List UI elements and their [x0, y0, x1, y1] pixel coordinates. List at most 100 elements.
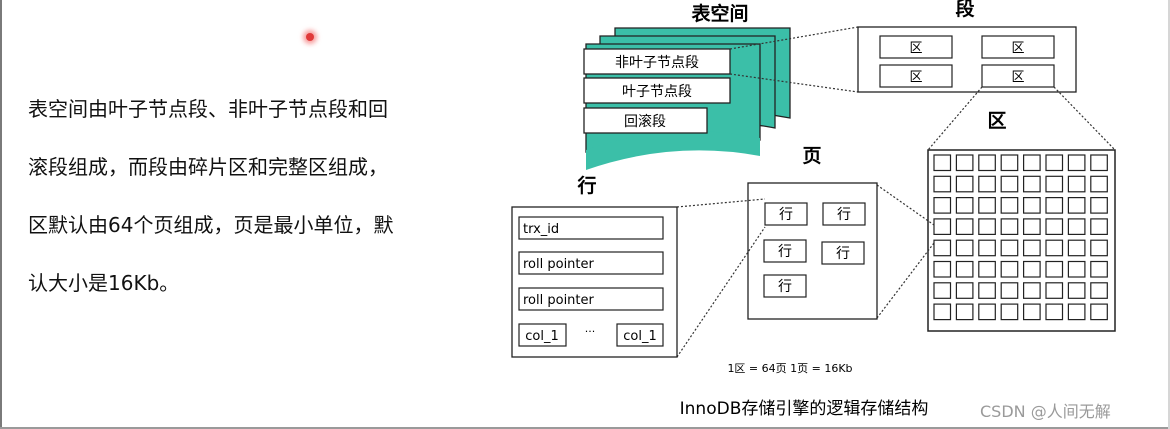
- extent-page-cell: [1045, 303, 1064, 321]
- extent-page-cell: [1045, 239, 1064, 257]
- right-frame-line: [1168, 0, 1170, 429]
- page-row-box: [764, 202, 808, 226]
- extent-page-cell: [933, 197, 952, 214]
- extent-page-cell: [955, 154, 974, 172]
- extent-page-cell: [1090, 175, 1108, 193]
- row-field-box: [518, 287, 664, 311]
- extent-page-cell: [1045, 282, 1064, 299]
- extent-page-cell: [1022, 197, 1041, 214]
- extent-page-cell: [1022, 154, 1041, 172]
- extent-page-cell: [1000, 303, 1019, 321]
- page-row: 行: [778, 244, 792, 260]
- tablespace-stack: [583, 27, 791, 170]
- laser-pointer-dot: [306, 33, 314, 41]
- row-col-ellipsis: ···: [585, 325, 596, 338]
- extent-page-cell: [1022, 239, 1041, 257]
- extent-page-cell: [1000, 197, 1019, 214]
- extent-page-cell: [1045, 218, 1064, 235]
- extent-page-cell: [978, 218, 996, 235]
- connector-segment-extent-right: [1053, 86, 1116, 151]
- extent-page-cell: [1045, 154, 1064, 172]
- extent-page-cell: [955, 218, 974, 235]
- size-formula: 1区 = 64页 1页 = 16Kb: [727, 362, 852, 375]
- extent-page-cell: [1022, 260, 1041, 278]
- row-field-box: [518, 251, 664, 275]
- extent-page-cell: [933, 260, 952, 278]
- extent-page-cell: [933, 303, 952, 321]
- page-row-box: [821, 241, 865, 265]
- extent-page-cell: [1090, 218, 1108, 235]
- connector-page-row-top: [676, 198, 766, 208]
- segment-cell-box: [879, 64, 953, 88]
- extent-page-cell: [1000, 260, 1019, 278]
- extent-page-cell: [1090, 282, 1108, 299]
- extent-page-cell: [1022, 282, 1041, 299]
- extent-page-cell: [955, 239, 974, 257]
- extent-page-cell: [933, 218, 952, 235]
- page-row-box: [822, 202, 866, 226]
- segment-cell: 区: [1011, 41, 1024, 56]
- extent-page-cell: [1067, 239, 1086, 257]
- page-row: 行: [837, 207, 851, 223]
- row-col: col_1: [525, 329, 558, 344]
- extent-page-cell: [1000, 282, 1019, 299]
- extent-page-cell: [1045, 175, 1064, 193]
- description-line-3: 区默认由64个页组成，页是最小单位，默: [28, 213, 394, 237]
- extent-page-cell: [978, 239, 996, 257]
- connector-segment-extent-left: [927, 86, 983, 151]
- extent-page-cell: [955, 282, 974, 299]
- extent-page-cell: [1000, 239, 1019, 257]
- extent-page-cell: [955, 175, 974, 193]
- extent-page-cell: [1000, 154, 1019, 172]
- extent-page-cell: [1000, 218, 1019, 235]
- connector-tablespace-segment-top: [729, 26, 859, 50]
- tablespace-item-rollback: 回滚段: [624, 113, 666, 130]
- tablespace-item-nonleaf-box: [583, 48, 731, 75]
- extent-page-cell: [1022, 303, 1041, 321]
- row-col-box: [616, 323, 664, 347]
- row-field: roll pointer: [523, 257, 595, 272]
- page-row-box: [763, 274, 807, 298]
- segment-cell-box: [981, 64, 1055, 88]
- left-frame-line: [0, 0, 2, 429]
- page-row-box: [763, 239, 807, 263]
- extent-page-cell: [1090, 239, 1108, 257]
- connector-tablespace-segment-bottom: [729, 73, 859, 93]
- connector-extent-page-bottom: [876, 242, 935, 319]
- extent-page-cell: [1067, 154, 1086, 172]
- tablespace-title: 表空间: [691, 2, 748, 25]
- extent-page-cell: [1067, 282, 1086, 299]
- extent-page-cell: [978, 282, 996, 299]
- extent-page-cell: [1090, 260, 1108, 278]
- row-col: col_1: [623, 329, 656, 344]
- segment-cell-box: [981, 35, 1055, 59]
- segment-cell: 区: [1011, 70, 1024, 85]
- extent-page-cell: [955, 197, 974, 214]
- description-text: 表空间由叶子节点段、非叶子节点段和回 滚段组成，而段由碎片区和完整区组成， 区默…: [28, 88, 458, 320]
- extent-page-cell: [933, 239, 952, 257]
- segment-cell-box: [879, 35, 953, 59]
- tablespace-item-leaf: 叶子节点段: [622, 84, 692, 100]
- extent-page-cell: [1045, 260, 1064, 278]
- page-row: 行: [779, 207, 793, 223]
- extent-page-cell: [1090, 303, 1108, 321]
- connector-extent-page-top: [876, 184, 935, 226]
- extent-page-cell: [978, 197, 996, 214]
- extent-page-cell: [978, 175, 996, 193]
- extent-page-cell: [955, 260, 974, 278]
- extent-page-cell: [1067, 197, 1086, 214]
- tablespace-item-rollback-box: [583, 107, 708, 134]
- tablespace-item-nonleaf: 非叶子节点段: [615, 55, 699, 71]
- row-col-box: [518, 323, 567, 347]
- tablespace-item-leaf-box: [583, 77, 731, 104]
- segment-cell: 区: [909, 70, 922, 85]
- extent-page-cell: [1045, 197, 1064, 214]
- extent-page-cell: [1067, 260, 1086, 278]
- extent-page-cell: [1090, 154, 1108, 172]
- extent-page-cell: [1022, 175, 1041, 193]
- extent-page-cell: [978, 260, 996, 278]
- row-field: trx_id: [523, 222, 559, 237]
- extent-page-grid: [933, 154, 1108, 321]
- segment-cell: 区: [909, 41, 922, 56]
- extent-title: 区: [987, 110, 1006, 132]
